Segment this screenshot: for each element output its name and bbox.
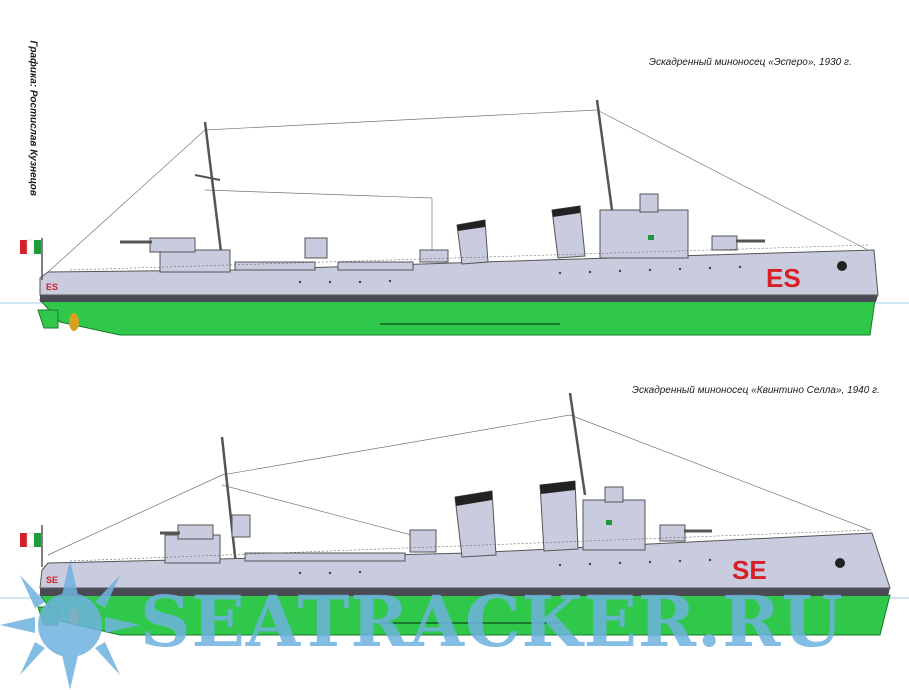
ship-caption-espero: Эскадренный миноносец «Эсперо», 1930 г. [649, 57, 852, 68]
hull [39, 532, 891, 589]
underwater-hull [38, 299, 876, 336]
fore-mast [220, 436, 238, 566]
hull-number: SE [732, 555, 767, 585]
ship-profile-espero: ES ES [0, 99, 909, 336]
funnel-fore [454, 490, 497, 558]
watermark-text: SEATRACKER.RU [140, 580, 844, 663]
ship-profile-sella: SE SE [0, 392, 909, 636]
fore-mast [203, 121, 224, 261]
anchor-icon [835, 558, 845, 568]
italian-flag-icon [20, 238, 43, 280]
funnel-aft [551, 205, 586, 259]
watermark-logo [0, 560, 140, 690]
main-mast [595, 99, 614, 211]
main-mast [568, 392, 587, 496]
boot-topping [40, 295, 878, 302]
italian-flag-icon [20, 525, 43, 567]
hull-number: ES [766, 263, 801, 293]
hull [39, 249, 879, 296]
ship-caption-sella: Эскадренный миноносец «Квинтино Селла», … [632, 385, 880, 396]
hull-number-stern: ES [46, 282, 58, 292]
hull-number-stern: SE [46, 575, 58, 585]
propeller-icon [37, 309, 79, 331]
boot-topping [40, 588, 890, 596]
anchor-icon [837, 261, 847, 271]
